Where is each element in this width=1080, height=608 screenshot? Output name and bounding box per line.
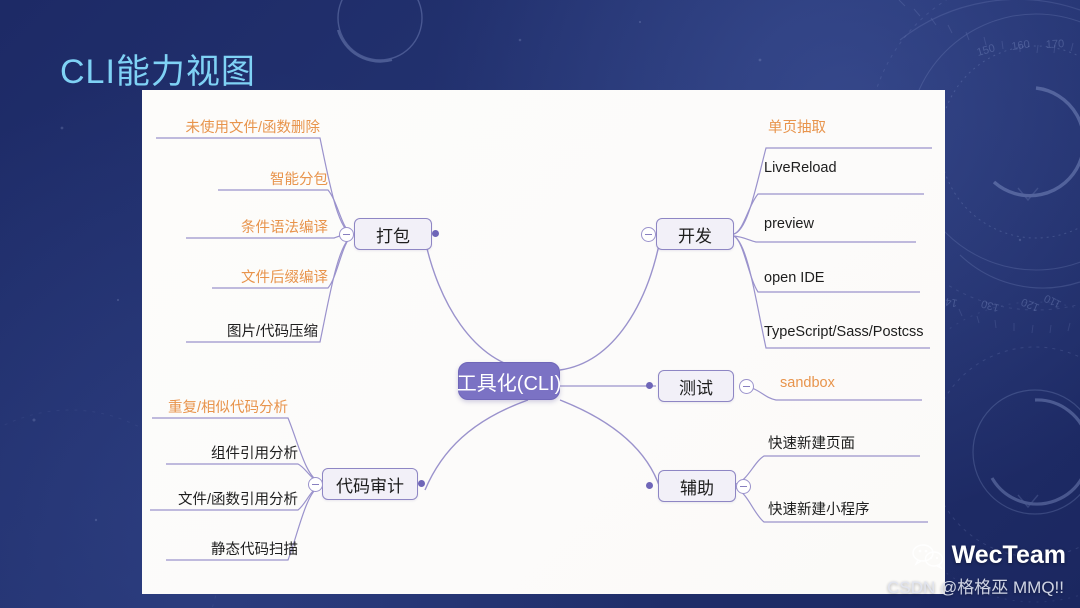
mindmap-leaf-baozhuang-1[interactable]: 智能分包 bbox=[270, 172, 328, 188]
mindmap-leaf-daimashenji-1[interactable]: 组件引用分析 bbox=[211, 446, 298, 462]
mindmap-branch-node-kaifa[interactable]: 开发 bbox=[656, 218, 734, 250]
mindmap-branch-node-ceshi[interactable]: 测试 bbox=[658, 370, 734, 402]
mindmap-leaf-baozhuang-0[interactable]: 未使用文件/函数删除 bbox=[185, 120, 320, 136]
mindmap-leaf-daimashenji-3[interactable]: 静态代码扫描 bbox=[211, 542, 298, 558]
mindmap-leaf-kaifa-1[interactable]: LiveReload bbox=[764, 160, 837, 176]
mindmap-leaf-baozhuang-2[interactable]: 条件语法编译 bbox=[241, 220, 328, 236]
mindmap-leaf-kaifa-3[interactable]: open IDE bbox=[764, 270, 825, 286]
connector-dot-baozhuang bbox=[432, 230, 439, 237]
mindmap-branch-node-fuzhu[interactable]: 辅助 bbox=[658, 470, 736, 502]
connector-dot-fuzhu bbox=[646, 482, 653, 489]
mindmap-leaf-baozhuang-3[interactable]: 文件后缀编译 bbox=[241, 270, 328, 286]
svg-text:110: 110 bbox=[1042, 292, 1063, 310]
svg-text:170: 170 bbox=[1046, 38, 1065, 51]
watermark-credit: CSDN @格格巫 MMQ!! bbox=[887, 578, 1064, 597]
mindmap-panel: 工具化(CLI) 打包 未使用文件/函数删除 智能分包 条件语法编译 文件后缀编… bbox=[142, 90, 945, 594]
mindmap-branch-node-daimashenji[interactable]: 代码审计 bbox=[322, 468, 418, 500]
collapse-toggle-daimashenji[interactable] bbox=[308, 477, 323, 492]
collapse-toggle-baozhuang[interactable] bbox=[339, 227, 354, 242]
collapse-toggle-ceshi[interactable] bbox=[739, 379, 754, 394]
mindmap-branch-label-daimashenji: 代码审计 bbox=[336, 476, 404, 496]
svg-text:150: 150 bbox=[976, 42, 997, 59]
svg-text:130: 130 bbox=[980, 297, 1001, 314]
wechat-icon bbox=[911, 543, 943, 569]
page-title: CLI能力视图 bbox=[60, 53, 256, 91]
collapse-toggle-kaifa[interactable] bbox=[641, 227, 656, 242]
watermark-brand: WecTeam bbox=[911, 541, 1066, 570]
mindmap-center-node[interactable]: 工具化(CLI) bbox=[456, 362, 562, 400]
connector-dot-daimashenji bbox=[418, 480, 425, 487]
mindmap-leaf-daimashenji-2[interactable]: 文件/函数引用分析 bbox=[177, 492, 298, 508]
mindmap-leaf-fuzhu-0[interactable]: 快速新建页面 bbox=[768, 436, 855, 452]
mindmap-leaf-baozhuang-4[interactable]: 图片/代码压缩 bbox=[226, 324, 318, 340]
mindmap-branch-label-ceshi: 测试 bbox=[679, 378, 713, 398]
watermark-brand-label: WecTeam bbox=[951, 541, 1066, 569]
svg-text:160: 160 bbox=[1011, 39, 1031, 53]
mindmap-leaf-fuzhu-1[interactable]: 快速新建小程序 bbox=[768, 502, 870, 518]
mindmap-leaf-ceshi-0[interactable]: sandbox bbox=[780, 375, 835, 391]
svg-text:120: 120 bbox=[1020, 295, 1042, 313]
connector-dot-ceshi bbox=[646, 382, 653, 389]
mindmap-branch-node-baozhuang[interactable]: 打包 bbox=[354, 218, 432, 250]
mindmap-branch-label-kaifa: 开发 bbox=[678, 226, 712, 246]
mindmap-branch-label-fuzhu: 辅助 bbox=[680, 478, 714, 498]
mindmap-leaf-daimashenji-0[interactable]: 重复/相似代码分析 bbox=[167, 400, 288, 416]
mindmap-center-label: 工具化(CLI) bbox=[456, 372, 562, 395]
mindmap-leaf-kaifa-0[interactable]: 单页抽取 bbox=[768, 120, 826, 136]
collapse-toggle-fuzhu[interactable] bbox=[736, 479, 751, 494]
mindmap-leaf-kaifa-2[interactable]: preview bbox=[764, 216, 814, 232]
mindmap-leaf-kaifa-4[interactable]: TypeScript/Sass/Postcss bbox=[764, 324, 924, 340]
mindmap-branch-label-baozhuang: 打包 bbox=[376, 226, 410, 246]
